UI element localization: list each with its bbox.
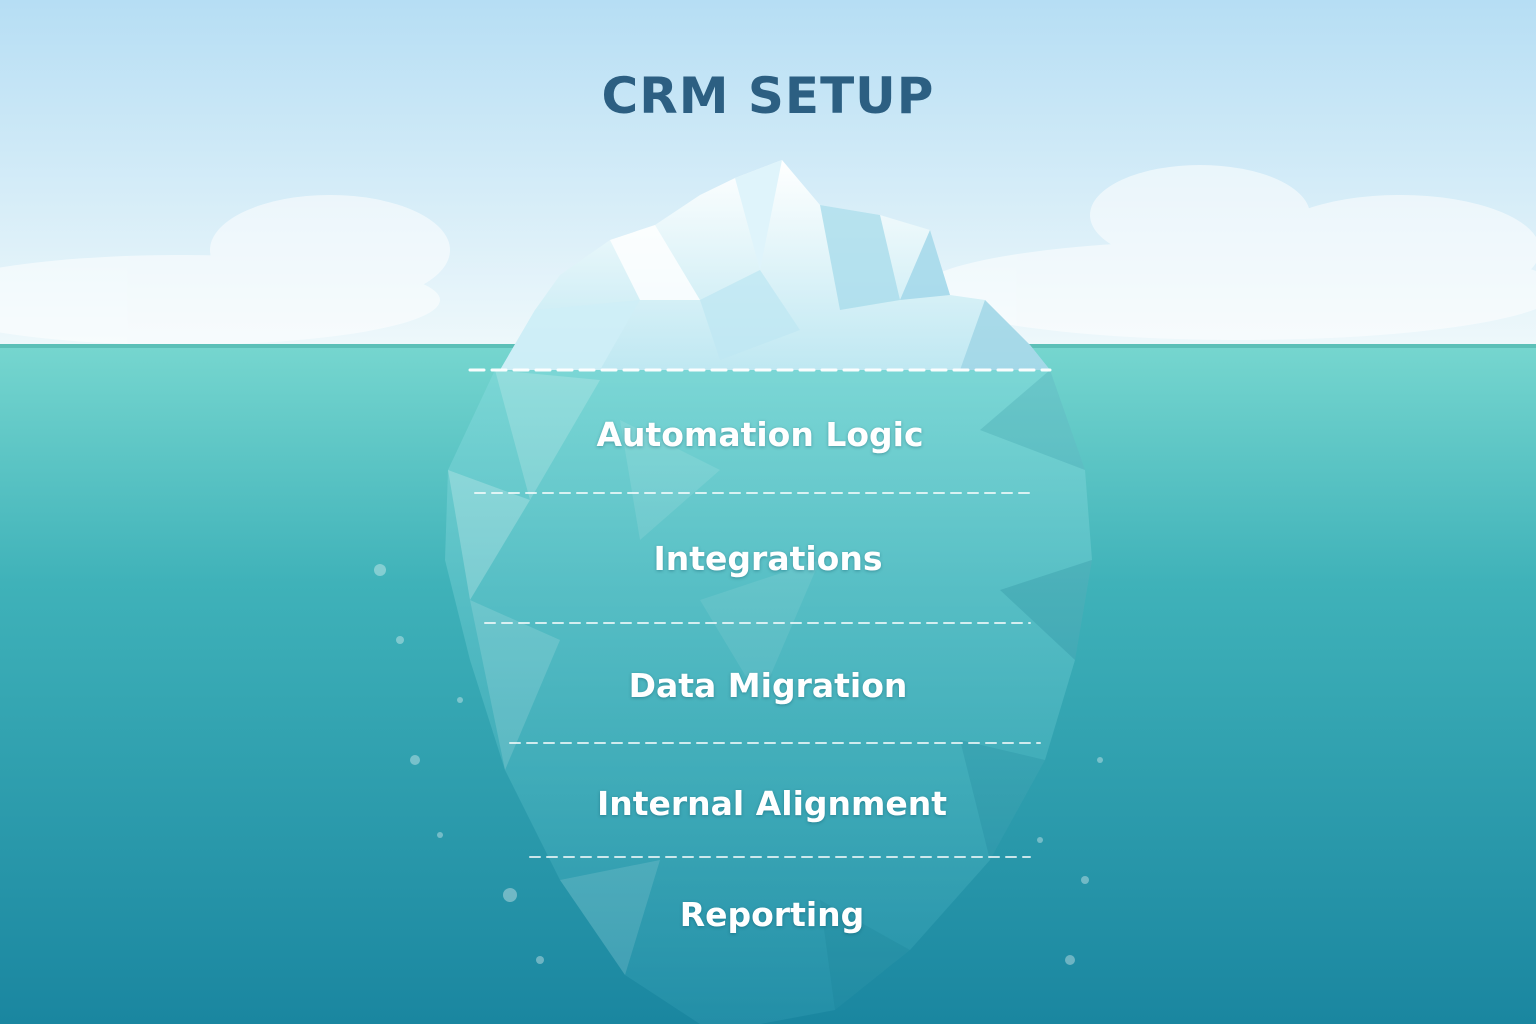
layer-label-internal-alignment: Internal Alignment [596,784,948,823]
layer-label-integrations: Integrations [653,539,883,578]
layer-label-data-migration: Data Migration [628,666,908,705]
layer-label-automation-logic: Automation Logic [596,415,924,454]
diagram-title: CRM SETUP [601,67,935,125]
layer-dividers [468,368,1052,858]
bubbles [374,564,1103,965]
iceberg-tip [500,160,1050,370]
iceberg-underwater [445,370,1092,1024]
clouds [0,165,1536,345]
layer-label-reporting: Reporting [679,895,865,934]
